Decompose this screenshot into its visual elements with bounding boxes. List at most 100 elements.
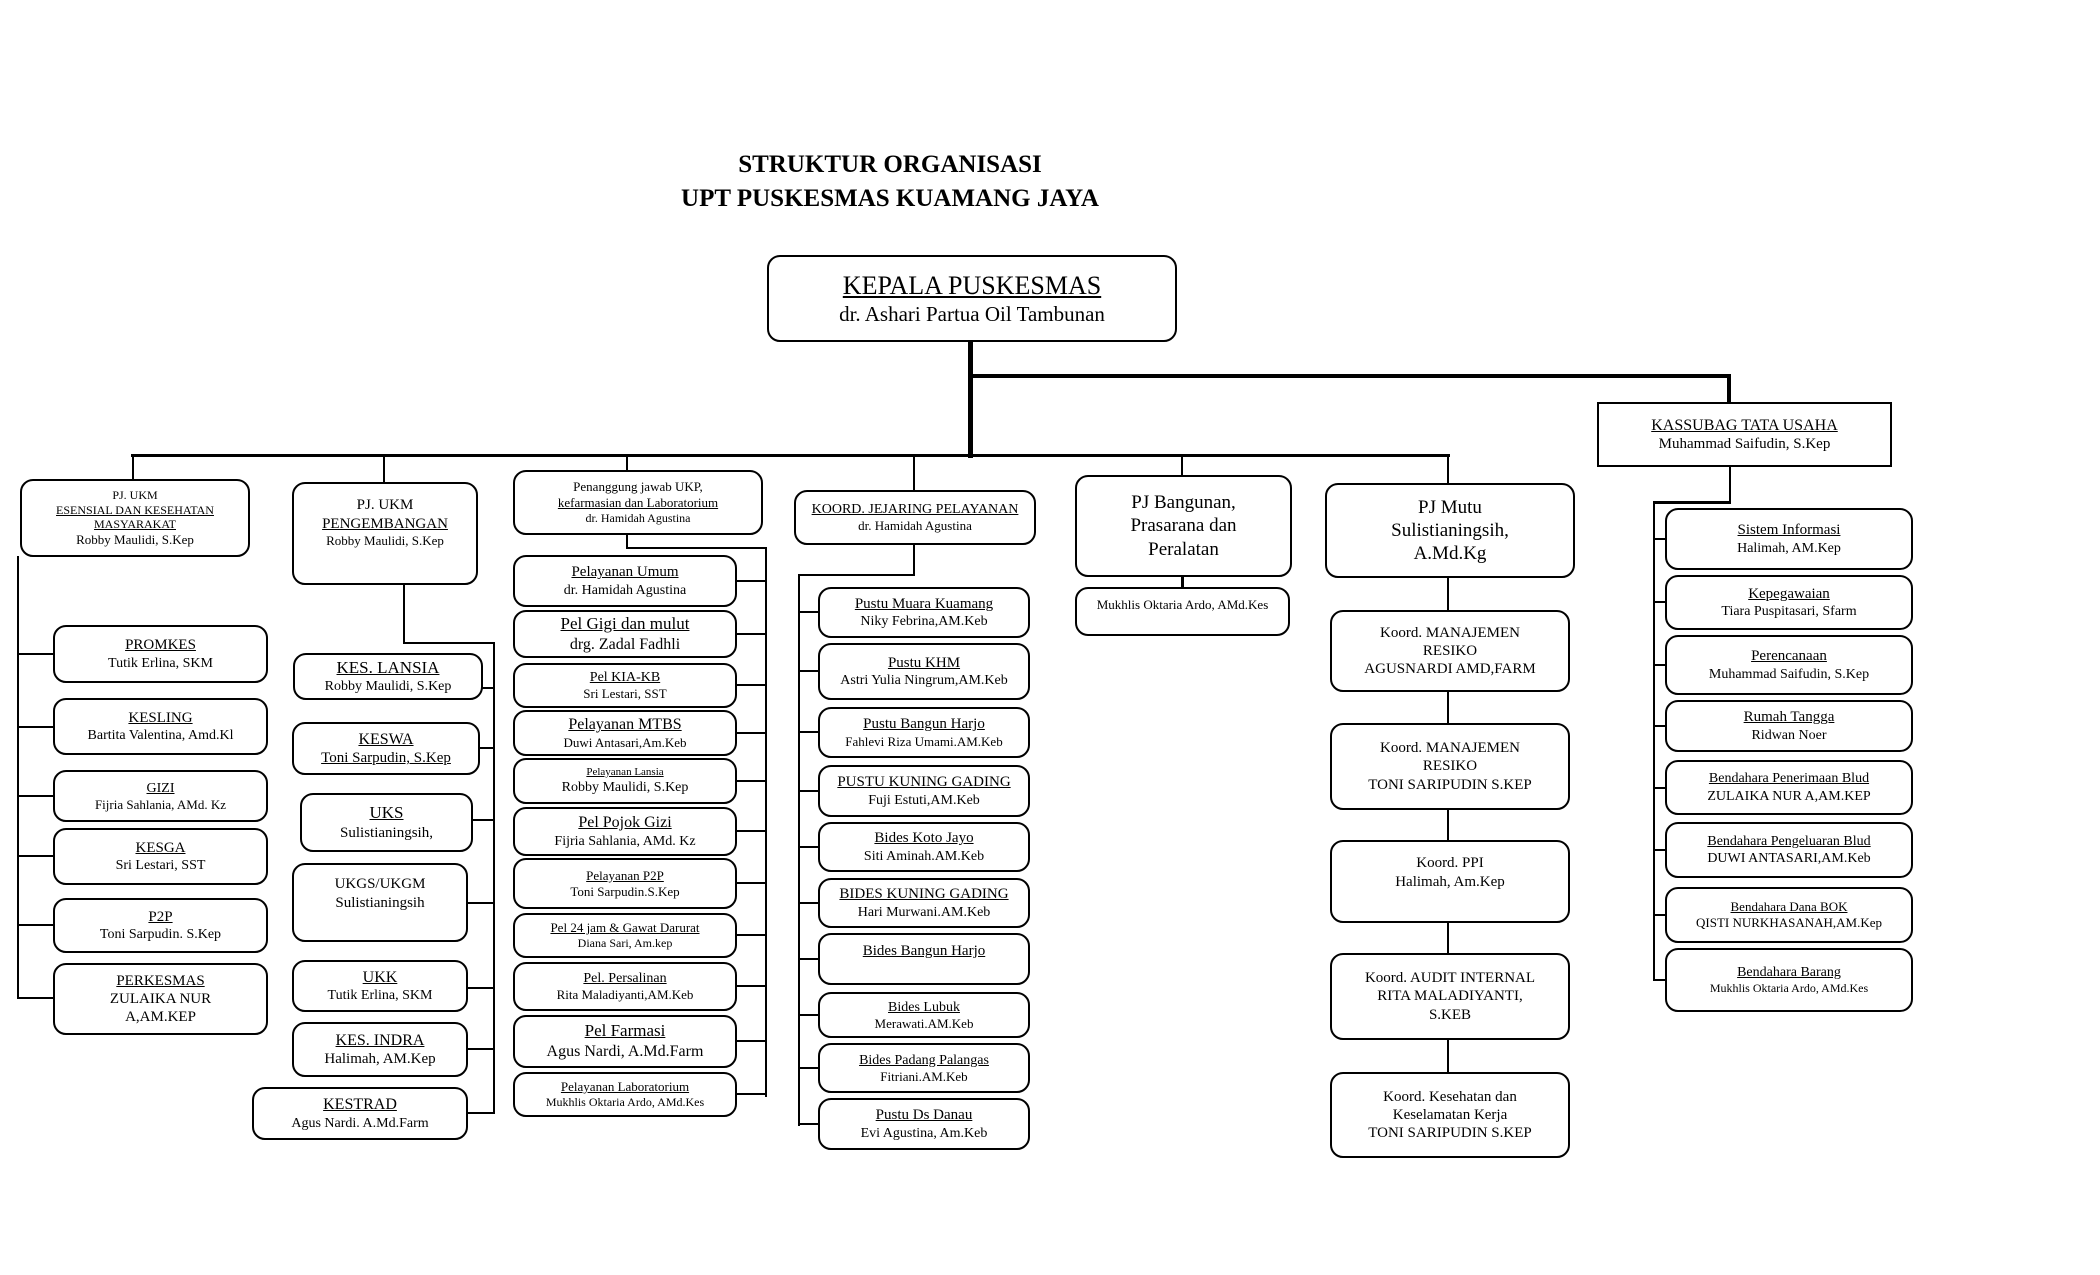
connector-col3-header-drop [626,535,628,549]
node-title: Bendahara Barang [1737,965,1841,981]
node-title: Pustu Muara Kuamang [854,595,994,612]
node-name: Rita Maladiyanti,AM.Keb [556,987,694,1003]
connector-tu-rail [1653,501,1655,981]
node-kesga: KESGA Sri Lestari, SST [53,828,268,885]
node-koord-jejaring: KOORD. JEJARING PELAYANAN dr. Hamidah Ag… [794,490,1036,545]
connector-stub [798,611,818,613]
connector-stub [17,795,54,797]
connector-stub [17,653,54,655]
node-title: PUSTU KUNING GADING [837,774,1011,791]
connector-stub [737,934,765,936]
node-pel-kia-kb: Pel KIA-KB Sri Lestari, SST [513,663,737,708]
node-name: Sulistianingsih, [340,824,433,841]
connector-stub [737,780,765,782]
node-title: Pustu KHM [887,654,961,671]
connector-col6 [1447,1040,1449,1073]
node-pelayanan-mtbs: Pelayanan MTBS Duwi Antasari,Am.Keb [513,710,737,756]
node-bides-bangun-harjo: Bides Bangun Harjo [818,933,1030,985]
node-title: Perencanaan [1751,648,1827,665]
connector-stub [737,1093,765,1095]
connector-stub [17,855,54,857]
connector-col2-header-drop [403,585,405,644]
node-name: Mukhlis Oktaria Ardo, AMd.Kes [1709,981,1869,996]
node-name: Sri Lestari, SST [583,686,667,702]
node-title-line1: Penanggung jawab UKP, [573,479,703,495]
node-perkesmas: PERKESMAS ZULAIKA NUR A,AM.KEP [53,963,268,1035]
node-name: Sri Lestari, SST [115,858,206,874]
node-keswa: KESWA Toni Sarpudin, S.Kep [292,722,480,775]
connector-stub [1653,787,1666,789]
node-title: Koord. AUDIT INTERNAL [1364,970,1536,987]
connector-stub [798,731,818,733]
connector-stub [1653,914,1666,916]
connector-kepala-drop [968,342,973,458]
node-title: Bides Bangun Harjo [862,942,986,959]
connector-col4-drop [913,456,915,491]
node-title: Bides Koto Jayo [874,830,974,847]
node-gizi: GIZI Fijria Sahlania, AMd. Kz [53,770,268,822]
node-pel-pojok-gizi: Pel Pojok Gizi Fijria Sahlania, AMd. Kz [513,807,737,856]
connector-col1-drop [132,456,134,480]
connector-stub [467,902,494,904]
node-title: Koord. PPI [1416,855,1484,872]
connector-stub [1653,849,1666,851]
node-title: Bendahara Pengeluaran Blud [1707,833,1871,849]
connector-stub [737,882,765,884]
node-name: Robby Maulidi, S.Kep [326,532,444,548]
node-bides-padang-palangas: Bides Padang Palangas Fitriani.AM.Keb [818,1043,1030,1093]
node-title: Pel Pojok Gizi [578,814,672,832]
connector-col2-elbow [403,642,495,644]
node-title: Koord. MANAJEMEN RESIKO [1380,740,1520,775]
connector-stub [17,924,54,926]
connector-stub [1653,538,1666,540]
node-koord-ppi: Koord. PPI Halimah, Am.Kep [1330,840,1570,923]
connector-stub [798,790,818,792]
connector-stub [798,670,818,672]
node-title: Sistem Informasi [1737,522,1841,539]
node-ukgs-ukgm: UKGS/UKGM Sulistianingsih [292,863,468,942]
node-name: drg. Zadal Fadhli [569,635,681,653]
node-title: UKGS/UKGM [334,876,426,893]
connector-stub [737,1040,765,1042]
connector-stub [798,1123,818,1125]
node-bides-lubuk: Bides Lubuk Merawati.AM.Keb [818,992,1030,1038]
node-name: Ridwan Noer [1751,727,1827,743]
node-name: RITA MALADIYANTI, S.KEB [1377,988,1523,1023]
node-name: QISTI NURKHASANAH,AM.Kep [1696,915,1882,930]
node-rumah-tangga: Rumah Tangga Ridwan Noer [1665,700,1913,752]
node-pustu-kuning-gading: PUSTU KUNING GADING Fuji Estuti,AM.Keb [818,765,1030,817]
node-bendahara-penerimaan-blud: Bendahara Penerimaan Blud ZULAIKA NUR A,… [1665,760,1913,815]
node-name: Niky Febrina,AM.Keb [860,614,988,630]
node-title: Pel Farmasi [584,1021,666,1041]
connector-tu-drop [1727,374,1731,404]
node-bendahara-dana-bok: Bendahara Dana BOK QISTI NURKHASANAH,AM.… [1665,887,1913,943]
node-name: Merawati.AM.Keb [874,1015,974,1031]
node-sistem-informasi: Sistem Informasi Halimah, AM.Kep [1665,508,1913,570]
node-title: Pel KIA-KB [589,670,661,686]
connector-stub [798,1014,818,1016]
node-name: Diana Sari, Am.kep [577,936,673,951]
node-name: Halimah, AM.Kep [324,1051,436,1068]
node-pj-ukm-esensial: PJ. UKM ESENSIAL DAN KESEHATAN MASYARAKA… [20,479,250,557]
node-name: Toni Sarpudin. S.Kep [99,927,222,943]
node-name: Fahlevi Riza Umami.AM.Keb [845,733,1003,749]
page-title-line2: UPT PUSKESMAS KUAMANG JAYA [681,184,1099,212]
node-title: GIZI [146,780,175,796]
node-title: Koord. Kesehatan dan Keselamatan Kerja [1383,1088,1517,1123]
node-ukk: UKK Tutik Erlina, SKM [292,960,468,1012]
node-pel-farmasi: Pel Farmasi Agus Nardi, A.Md.Farm [513,1015,737,1068]
node-name: DUWI ANTASARI,AM.Keb [1707,851,1871,866]
connector-stub [737,633,765,635]
connector-col6 [1447,578,1449,611]
node-name: Siti Aminah.AM.Keb [863,848,985,864]
node-pel-persalinan: Pel. Persalinan Rita Maladiyanti,AM.Keb [513,962,737,1011]
node-koord-manajemen-resiko-2: Koord. MANAJEMEN RESIKO TONI SARIPUDIN S… [1330,723,1570,810]
connector-tu-branch [968,374,1731,378]
node-title: Pel Gigi dan mulut [560,613,690,633]
node-name: Tutik Erlina, SKM [108,655,213,671]
node-title: PJ Mutu [1418,496,1482,518]
node-name: Astri Yulia Ningrum,AM.Keb [840,673,1008,689]
node-title: Pelayanan P2P [586,867,664,883]
node-title-line2: ESENSIAL DAN KESEHATAN [56,502,214,517]
